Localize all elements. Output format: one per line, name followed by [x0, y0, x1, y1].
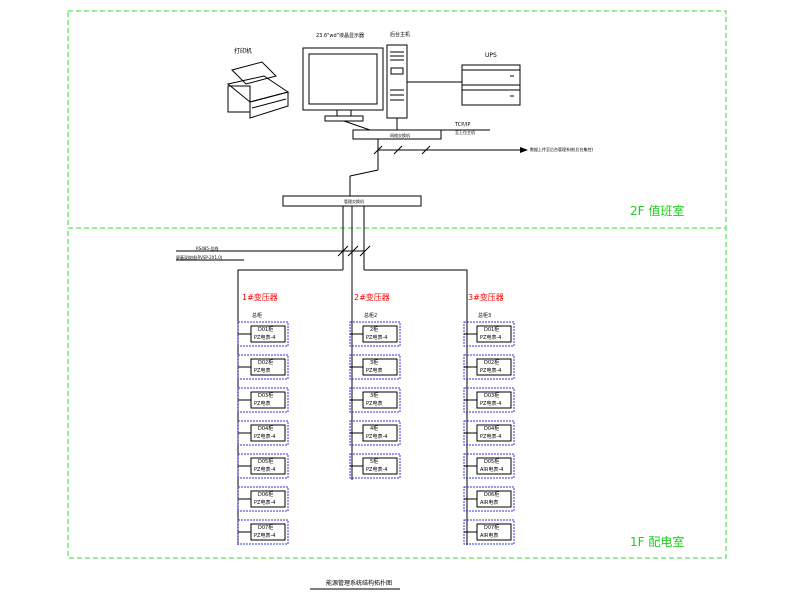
zone-1f-label: 1F 配电室	[630, 534, 684, 549]
lower-switch-label: 管理交换机	[344, 198, 364, 204]
meter-label: PZ电表-4	[480, 367, 501, 374]
break-mark-2	[393, 145, 403, 155]
meter-label: AIR电表-4	[480, 466, 503, 473]
meter-label: PZ电表-4	[254, 334, 275, 341]
transformer-title: 3#变压器	[468, 292, 504, 302]
break-mark-3	[421, 145, 431, 155]
cabinet-name: D03柜	[484, 392, 499, 399]
meter-label: PZ电表-4	[366, 466, 387, 473]
monitor-switch-link	[343, 120, 371, 131]
cabinet-name: D01柜	[258, 326, 273, 333]
cabinet-name: D04柜	[258, 425, 273, 432]
meter-label: PZ电表-4	[254, 532, 275, 539]
transformer-header: 总柜	[252, 312, 262, 319]
transformer-title: 2#变压器	[354, 292, 390, 302]
meter-label: AIR电表	[480, 499, 498, 506]
meter-label: PZ电表-4	[480, 400, 501, 407]
cabinet-name: D05柜	[484, 458, 499, 465]
cabinet-name: D01柜	[484, 326, 499, 333]
network-switch-label: 网络交换机	[390, 132, 410, 138]
meter-label: PZ电表-4	[254, 466, 275, 473]
bus-label-2: 屏蔽双绞线(RVSP-2X1.0)	[176, 254, 223, 260]
cabinet-name: D02柜	[258, 359, 273, 366]
cabinet-name: 3柜	[370, 392, 378, 399]
cabinet-name: D07柜	[484, 524, 499, 531]
monitor-icon	[302, 47, 384, 122]
cabinet-name: D03柜	[258, 392, 273, 399]
cabinet-name: D06柜	[258, 491, 273, 498]
meter-label: PZ电表	[366, 367, 382, 374]
host-label: 后台主机	[390, 31, 410, 38]
tcpip-label-top: TCP/IP	[454, 122, 470, 128]
transformer-header: 总柜3	[478, 312, 491, 319]
meter-label: PZ电表	[254, 400, 270, 407]
cabinet-name: D05柜	[258, 458, 273, 465]
meter-label: PZ电表	[366, 400, 382, 407]
meter-label: PZ电表-4	[366, 433, 387, 440]
ups-label: UPS	[485, 52, 497, 59]
transformer-title: 1#变压器	[242, 292, 278, 302]
meter-label: PZ电表-4	[480, 433, 501, 440]
meter-label: PZ电表-4	[254, 433, 275, 440]
uplink-arrow-head	[520, 147, 528, 153]
meter-label: AIR电表	[480, 532, 498, 539]
break-mark-1	[373, 145, 383, 155]
meter-label: PZ电表-4	[366, 334, 387, 341]
zone-1f-frame	[67, 227, 727, 559]
monitor-label: 23.6"wd"液晶显示器	[316, 32, 364, 39]
printer-label: 打印机	[234, 47, 252, 55]
printer-icon	[226, 61, 290, 119]
cabinet-name: D04柜	[484, 425, 499, 432]
cabinet-name: 5柜	[370, 458, 378, 465]
bus-trunk	[237, 206, 468, 545]
zone-2f-label: 2F 值班室	[630, 203, 684, 218]
switch-down-link-2	[349, 169, 379, 177]
cabinet-name: D02柜	[484, 359, 499, 366]
transformer-header: 总柜2	[364, 312, 377, 319]
cabinet-name: 2柜	[370, 326, 378, 333]
meter-label: PZ电表-4	[480, 334, 501, 341]
cabinet-name: 4柜	[370, 425, 378, 432]
cabinet-name: D07柜	[258, 524, 273, 531]
cabinet-name: D06柜	[484, 491, 499, 498]
ups-icon	[461, 64, 521, 106]
meter-label: PZ电表-4	[254, 499, 275, 506]
bus-label-1: RS485-总线	[196, 245, 218, 251]
meter-label: PZ电表	[254, 367, 270, 374]
diagram-caption: 能源管理系统结构拓扑图	[326, 579, 392, 587]
uplink-label: 数据上传至后台管理系统(后台集控)	[530, 146, 594, 152]
cabinet-name: 3柜	[370, 359, 378, 366]
host-computer-icon	[386, 44, 408, 119]
tcpip-label-bottom: 至上位主机	[455, 129, 475, 135]
